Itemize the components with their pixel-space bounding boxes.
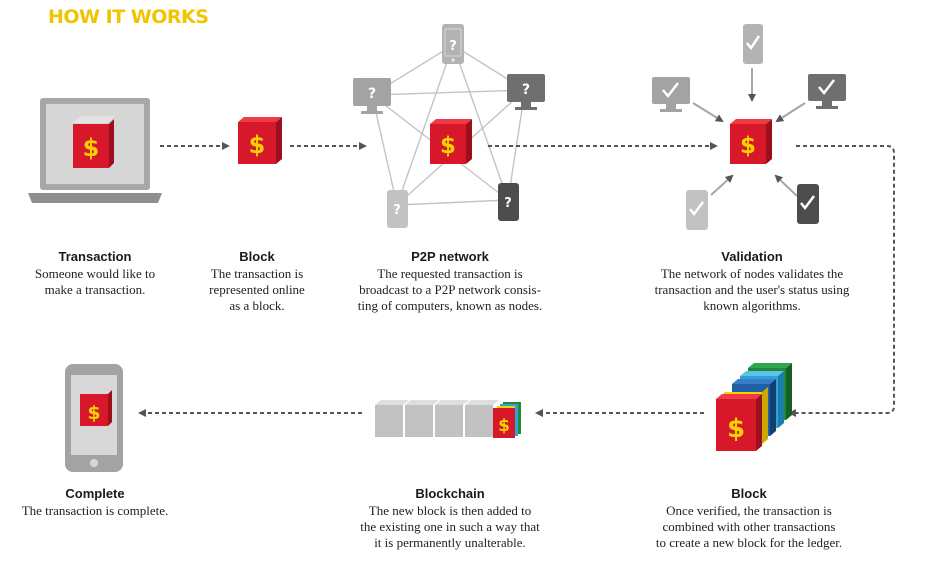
block-dollar-icon: $	[238, 117, 282, 164]
step-heading: Blockchain	[415, 486, 485, 501]
step-description: The network of nodes validates the trans…	[654, 266, 850, 313]
validation-arrows	[692, 68, 806, 197]
svg-text:?: ?	[504, 196, 512, 211]
svg-text:$: $	[87, 402, 100, 424]
validated-monitor-right-icon	[808, 74, 846, 109]
step-description: The requested transaction is broadcast t…	[357, 266, 543, 313]
dollar-glyph: $	[249, 131, 266, 159]
step-heading: Transaction	[58, 249, 132, 264]
validation-dollar-block-icon: $	[730, 119, 772, 164]
validated-phone-top-icon	[743, 24, 763, 64]
check-icon	[800, 195, 815, 211]
dollar-block-icon: $	[72, 116, 115, 168]
validated-phone-bottom-left-icon	[686, 190, 708, 230]
step-blockchain: Blockchain The new block is then added t…	[325, 486, 575, 551]
check-icon	[746, 35, 761, 51]
dollar-glyph: $	[83, 134, 100, 162]
svg-text:?: ?	[522, 82, 530, 98]
node-monitor-left-icon: ?	[353, 78, 391, 114]
node-phone-bottom-right-icon: ?	[498, 183, 519, 221]
blockchain-icon: $	[375, 400, 521, 438]
svg-text:$: $	[440, 133, 456, 159]
phone-complete-icon: $	[65, 364, 123, 472]
step-description: Once verified, the transaction is combin…	[655, 503, 843, 550]
step-description: The new block is then added to the exist…	[360, 503, 540, 550]
step-heading: P2P network	[411, 249, 489, 264]
check-icon	[662, 82, 679, 98]
step-block: Block The transaction is represented onl…	[172, 249, 342, 314]
svg-text:$: $	[740, 133, 756, 159]
step-validation: Validation The network of nodes validate…	[622, 249, 882, 314]
step-description: Someone would like to make a transaction…	[34, 266, 156, 297]
validated-phone-bottom-right-icon	[797, 184, 819, 224]
svg-text:$: $	[727, 414, 745, 444]
svg-text:?: ?	[393, 203, 401, 218]
validated-monitor-left-icon	[652, 77, 690, 112]
step-heading: Complete	[65, 486, 125, 501]
step-heading: Block	[731, 486, 767, 501]
node-monitor-right-icon: ?	[507, 74, 545, 110]
step-block-ledger: Block Once verified, the transaction is …	[624, 486, 874, 551]
step-description: The transaction is complete.	[21, 503, 169, 518]
check-icon	[818, 79, 835, 95]
node-phone-bottom-left-icon: ?	[387, 190, 408, 228]
svg-text:?: ?	[449, 39, 457, 54]
stacked-blocks-icon: $	[716, 363, 792, 451]
step-description: The transaction is represented online as…	[209, 266, 305, 313]
step-p2p-network: P2P network The requested transaction is…	[330, 249, 570, 314]
arrow-4	[788, 145, 895, 417]
step-transaction: Transaction Someone would like to make a…	[5, 249, 185, 298]
laptop-icon: $	[28, 98, 162, 203]
svg-text:$: $	[498, 416, 510, 436]
step-heading: Block	[239, 249, 275, 264]
node-phone-top-icon: ?	[442, 24, 464, 64]
step-complete: Complete The transaction is complete.	[0, 486, 190, 519]
step-heading: Validation	[721, 249, 783, 264]
svg-text:?: ?	[368, 86, 376, 102]
p2p-dollar-block-icon: $	[430, 119, 472, 164]
page-title: HOW IT WORKS	[48, 6, 209, 28]
check-icon	[689, 201, 704, 217]
